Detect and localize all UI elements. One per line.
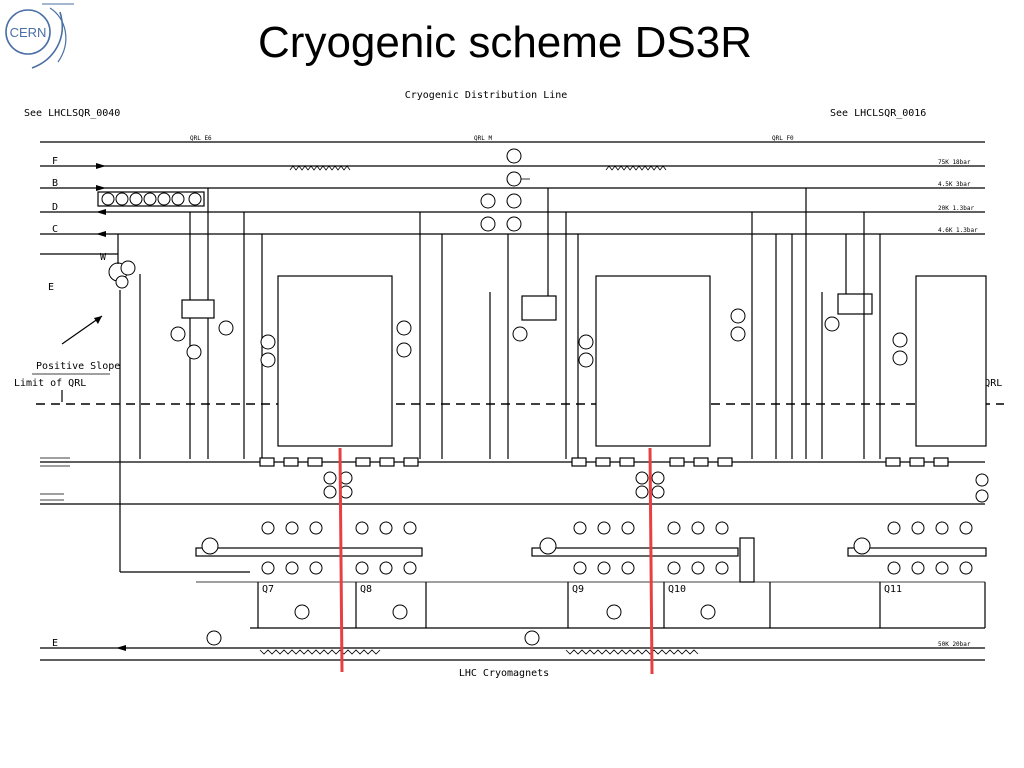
header-tag-3: QRL F0: [772, 135, 794, 142]
section-marker-1: [338, 447, 344, 673]
line-letter-d: D: [52, 202, 58, 213]
header-tag-1: QRL E6: [190, 135, 212, 142]
logo-text: CERN: [10, 25, 47, 40]
limit-label-left: Limit of QRL: [14, 378, 86, 389]
cell-label-q11: Q11: [884, 584, 902, 595]
header-lines: [40, 163, 985, 237]
cryomagnets-title: LHC Cryomagnets: [459, 668, 549, 679]
line-note-f: 75K 18bar: [938, 159, 971, 166]
cern-logo: CERN: [5, 3, 74, 69]
cell-label-q7: Q7: [262, 584, 274, 595]
magnet-cryostat-box-3: [915, 275, 987, 447]
centre-header-instruments: [480, 148, 530, 232]
cryogenic-scheme-diagram: Cryogenic Distribution Line See LHCLSQR_…: [14, 90, 1004, 679]
service-module-3: [760, 212, 989, 505]
see-reference-left[interactable]: See LHCLSQR_0040: [24, 108, 120, 119]
slide-title: Cryogenic scheme DS3R: [258, 18, 752, 67]
cell-label-q10: Q10: [668, 584, 686, 595]
distribution-line-title: Cryogenic Distribution Line: [405, 90, 568, 101]
left-pipe-tags: [40, 457, 70, 501]
left-instrument-row: [97, 191, 205, 207]
positive-slope-label: Positive Slope: [36, 361, 120, 372]
line-letter-f: F: [52, 156, 58, 167]
bottom-line-e: [40, 630, 985, 661]
svg-text:W: W: [100, 252, 107, 263]
line-letter-c: C: [52, 224, 58, 235]
line-letter-b: B: [52, 178, 58, 189]
see-reference-right[interactable]: See LHCLSQR_0016: [830, 108, 926, 119]
header-tag-2: QRL M: [474, 135, 492, 142]
magnet-busbar: [195, 521, 987, 583]
magnet-cryostat-box-1: [277, 275, 393, 447]
service-module-2: [440, 188, 807, 505]
service-module-1: [40, 188, 446, 505]
section-marker-2: [648, 447, 654, 675]
magnet-cryostat-box-2: [595, 275, 711, 447]
cell-label-q8: Q8: [360, 584, 372, 595]
magnet-cells: [250, 582, 986, 629]
w-valve: W: [100, 234, 250, 573]
svg-text:E: E: [48, 282, 54, 293]
line-note-d: 20K 1.3bar: [938, 205, 975, 212]
line-letter-e: E: [52, 638, 58, 649]
line-note-c: 4.6K 1.3bar: [938, 227, 978, 234]
cell-label-q9: Q9: [572, 584, 584, 595]
positive-slope-arrow: [61, 315, 103, 345]
line-note-b: 4.5K 3bar: [938, 181, 971, 188]
line-note-e: 50K 20bar: [938, 641, 971, 648]
